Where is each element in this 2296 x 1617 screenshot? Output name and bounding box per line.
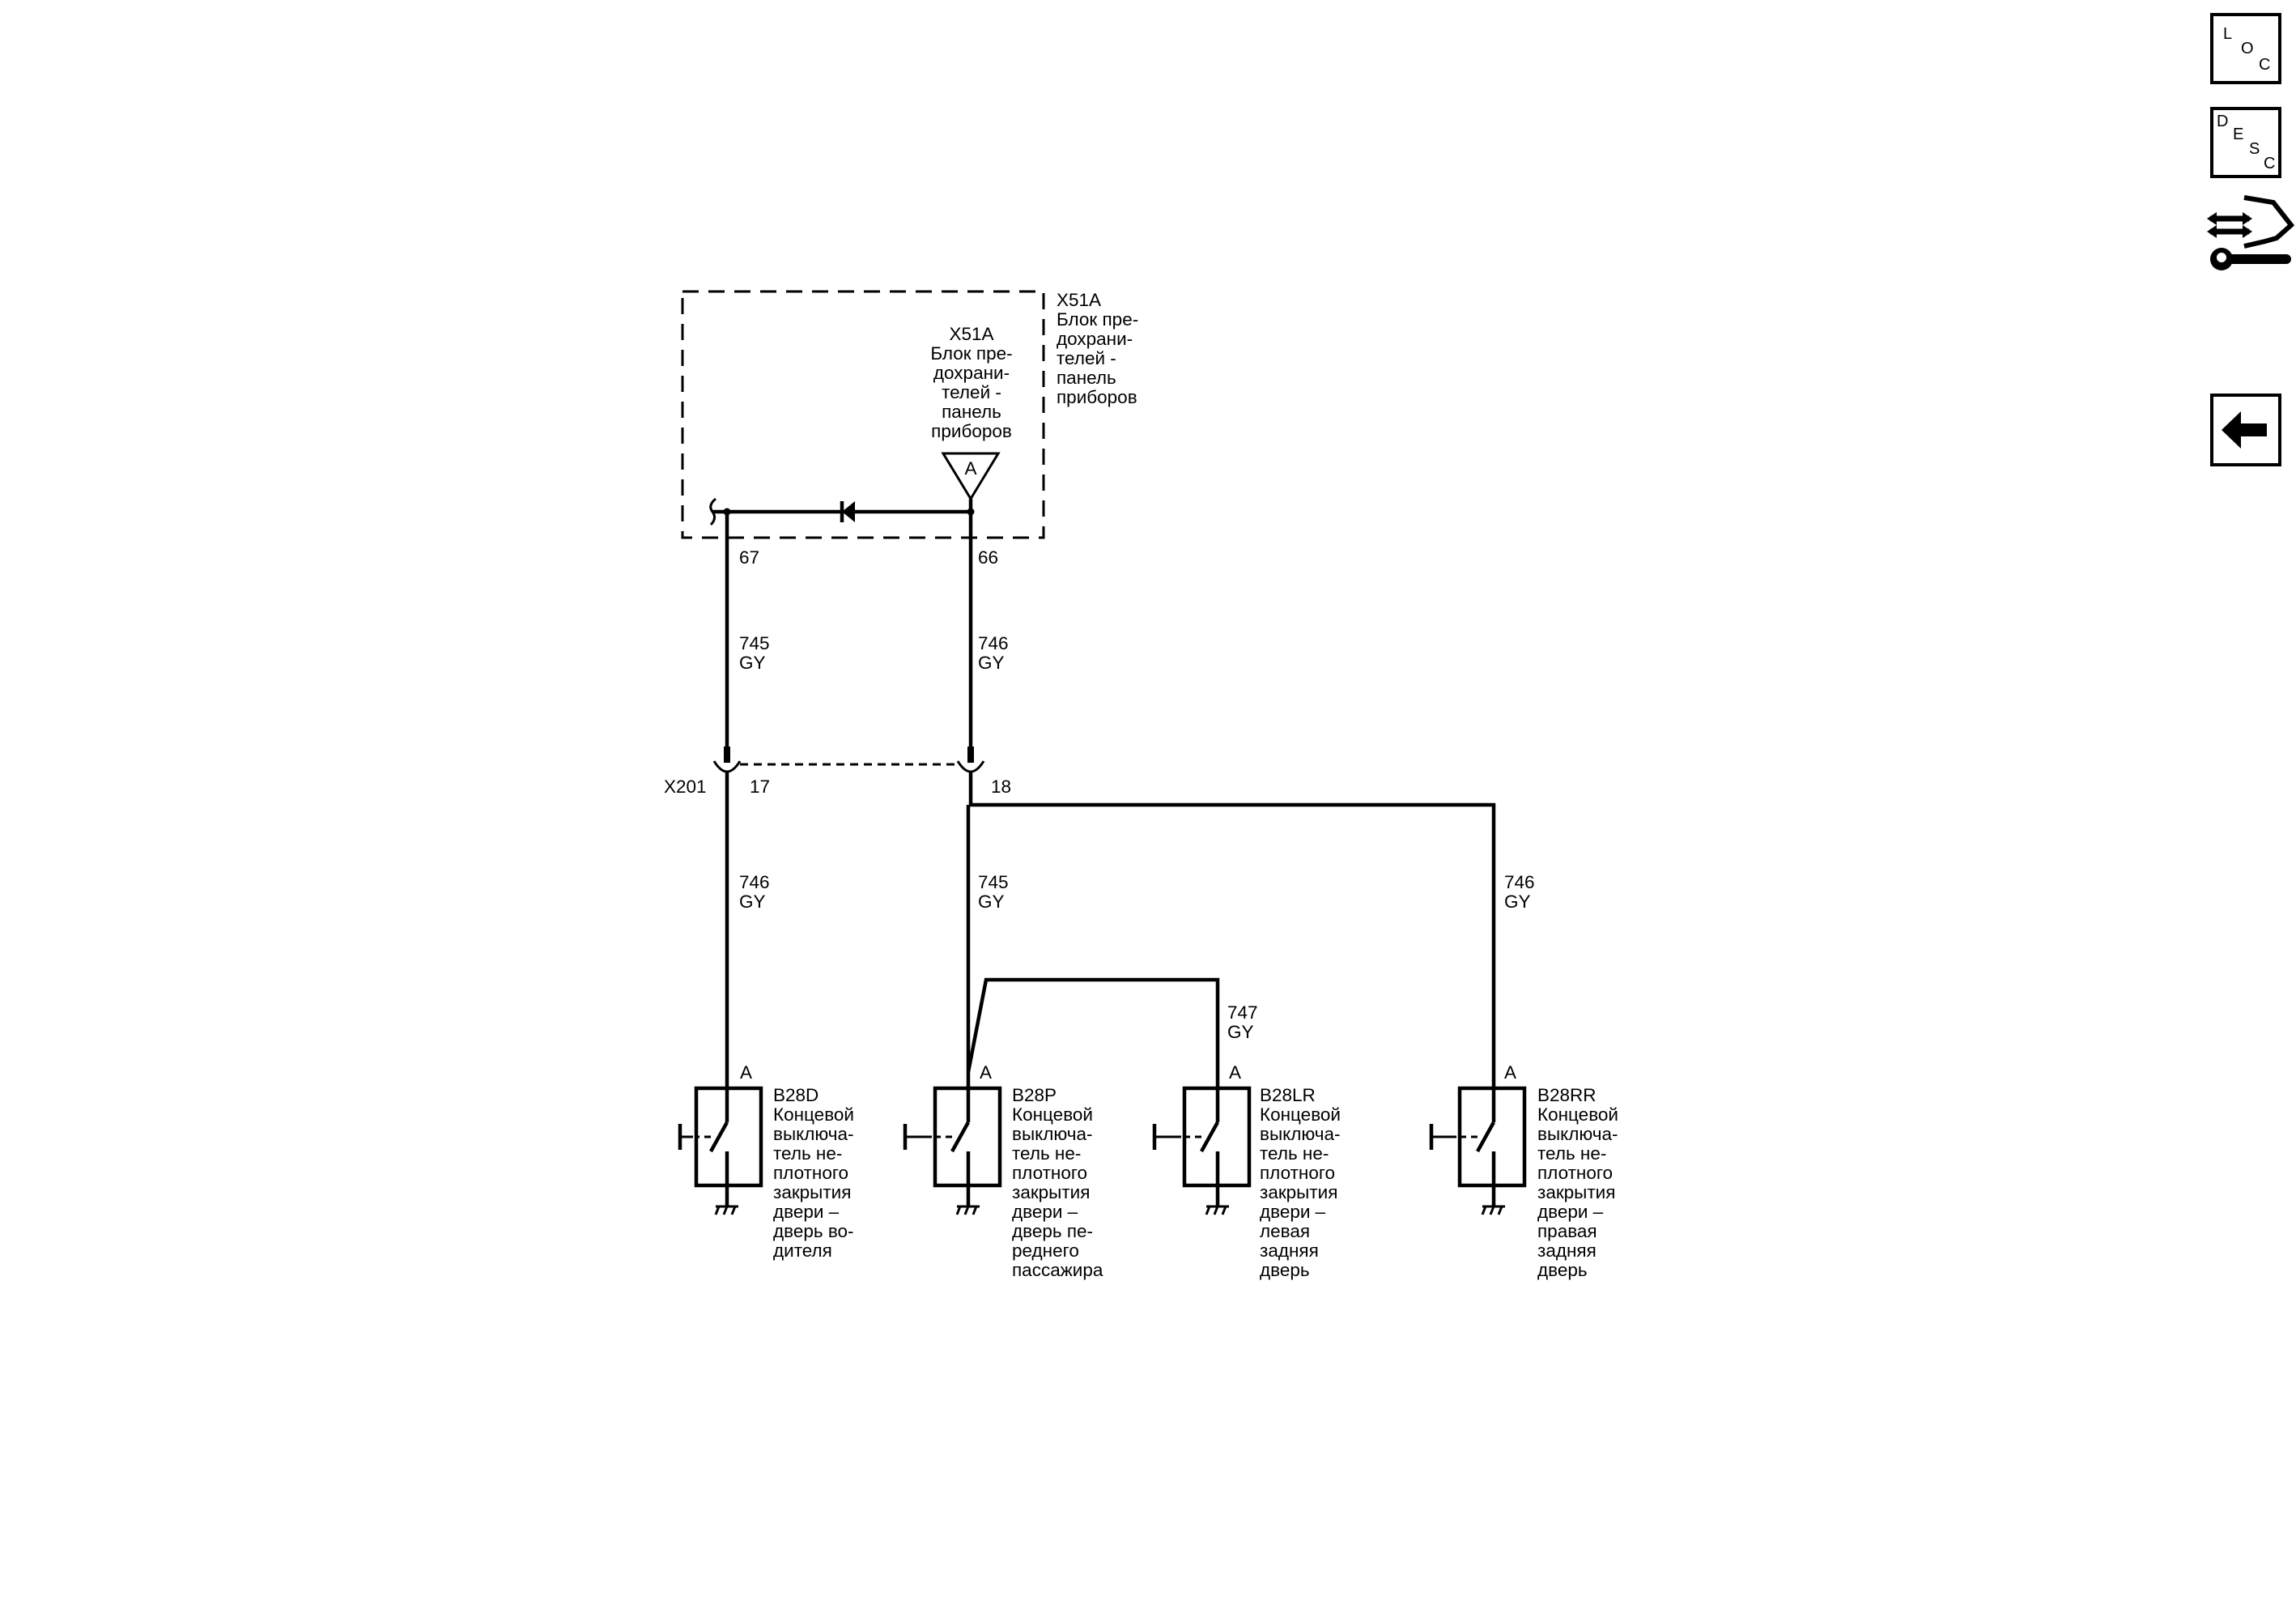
switch-b28d-line-1: B28D	[773, 1085, 818, 1105]
switch-b28lr-line-9: задняя	[1260, 1240, 1319, 1261]
switch-b28p: A B28P Концевой выключа- тель не- плотно…	[903, 1062, 1103, 1280]
switch-b28lr-line-10: дверь	[1260, 1260, 1310, 1280]
switch-b28p-line-1: B28P	[1012, 1085, 1057, 1105]
desc-button[interactable]: D E S C	[2210, 107, 2281, 178]
diode-symbol	[842, 501, 855, 522]
connector-x201-pin-17: 17	[750, 777, 770, 797]
switch-b28rr-line-9: задняя	[1537, 1240, 1597, 1261]
fuse-block-outer-line-3: дохрани-	[1057, 329, 1133, 349]
switch-b28p-line-2: Концевой	[1012, 1104, 1093, 1125]
connector-x201-name: X201	[664, 777, 707, 797]
switch-b28rr-line-2: Концевой	[1537, 1104, 1618, 1125]
connector-a-letter: A	[964, 458, 976, 479]
fuse-block-inner-line-2: Блок пре-	[930, 343, 1012, 364]
switch-b28p-line-5: плотного	[1012, 1163, 1087, 1183]
switch-b28lr-line-3: выключа-	[1260, 1124, 1340, 1144]
wire-746-rear-right-color: GY	[1504, 891, 1531, 912]
switch-b28p-line-8: дверь пе-	[1012, 1221, 1093, 1241]
switch-b28lr-pin: A	[1229, 1062, 1241, 1083]
wire-746-rear-right	[968, 772, 1496, 1088]
wire-745-upper-number: 745	[739, 633, 770, 653]
switch-b28p-line-6: закрытия	[1012, 1182, 1090, 1202]
loc-letter-o: O	[2241, 40, 2254, 57]
switch-b28d-line-6: закрытия	[773, 1182, 851, 1202]
fuse-pin-67: 67	[739, 547, 759, 568]
wire-746-upper-color: GY	[978, 653, 1005, 673]
switch-b28d-line-9: дителя	[773, 1240, 832, 1261]
fuse-block-inner-line-5: панель	[942, 402, 1001, 422]
switch-b28lr-line-4: тель не-	[1260, 1143, 1329, 1164]
switch-b28rr-line-1: B28RR	[1537, 1085, 1597, 1105]
diagnostic-connector-icon	[2207, 195, 2295, 270]
desc-letter-s: S	[2249, 140, 2260, 158]
wire-747-rear-left	[966, 977, 1220, 1088]
switch-b28lr-line-6: закрытия	[1260, 1182, 1337, 1202]
wire-745-passenger-number: 745	[978, 872, 1009, 892]
fuse-pin-66: 66	[978, 547, 998, 568]
connector-a-triangle	[941, 452, 1001, 501]
back-button[interactable]	[2210, 394, 2281, 466]
switch-b28p-line-9: реднего	[1012, 1240, 1079, 1261]
switch-b28d-line-8: дверь во-	[773, 1221, 854, 1241]
switch-b28rr: A B28RR Концевой выключа- тель не- плотн…	[1429, 1062, 1618, 1280]
fuse-block-outer-line-2: Блок пре-	[1057, 309, 1138, 330]
switch-b28d-line-5: плотного	[773, 1163, 848, 1183]
switch-b28d-pin: A	[740, 1062, 752, 1083]
switch-b28rr-line-5: плотного	[1537, 1163, 1613, 1183]
fuse-block-inner-line-4: телей -	[942, 382, 1001, 402]
connector-x201: X201 17 18	[664, 747, 1011, 797]
fuse-block-inner-line-3: дохрани-	[933, 363, 1010, 383]
switch-b28rr-line-3: выключа-	[1537, 1124, 1618, 1144]
wire-746-rear-right-number: 746	[1504, 872, 1535, 892]
fuse-block-outer-line-4: телей -	[1057, 348, 1116, 368]
switch-b28d-line-4: тель не-	[773, 1143, 842, 1164]
switch-b28rr-line-10: дверь	[1537, 1260, 1588, 1280]
switch-b28d-line-3: выключа-	[773, 1124, 853, 1144]
switch-b28lr: A B28LR Концевой выключа- тель не- плотн…	[1152, 1062, 1341, 1280]
desc-letter-e: E	[2233, 126, 2244, 143]
fuse-block-boundary	[681, 290, 1045, 539]
fuse-block-outer-line-5: панель	[1057, 368, 1116, 388]
switch-b28rr-line-7: двери –	[1537, 1202, 1604, 1222]
wire-747-rear-left-color: GY	[1227, 1022, 1254, 1042]
loc-button[interactable]: L O C	[2210, 13, 2281, 84]
switch-b28d-line-7: двери –	[773, 1202, 840, 1222]
switch-b28p-line-10: пассажира	[1012, 1260, 1103, 1280]
switch-b28lr-line-1: B28LR	[1260, 1085, 1316, 1105]
loc-letter-l: L	[2223, 25, 2233, 43]
fuse-block-inner-line-1: X51A	[949, 324, 993, 344]
wire-745-passenger-color: GY	[978, 891, 1005, 912]
wire-746-driver-number: 746	[739, 872, 770, 892]
desc-letter-d: D	[2217, 113, 2229, 130]
loc-letter-c: C	[2259, 56, 2271, 74]
fuse-block-inner-line-6: приборов	[931, 421, 1012, 441]
switch-b28p-line-7: двери –	[1012, 1202, 1078, 1222]
diagnostic-connector-button[interactable]	[2205, 193, 2296, 282]
fuse-block-outer-line-1: X51A	[1057, 290, 1101, 310]
switch-b28lr-line-7: двери –	[1260, 1202, 1326, 1222]
switch-b28p-line-3: выключа-	[1012, 1124, 1092, 1144]
switch-b28p-pin: A	[980, 1062, 992, 1083]
connector-x201-pin-18: 18	[991, 777, 1011, 797]
switch-b28rr-pin: A	[1504, 1062, 1516, 1083]
wire-746-driver-color: GY	[739, 891, 766, 912]
switch-b28d-line-2: Концевой	[773, 1104, 854, 1125]
switch-b28rr-line-8: правая	[1537, 1221, 1597, 1241]
switch-b28lr-line-2: Концевой	[1260, 1104, 1341, 1125]
wire-746-upper-number: 746	[978, 633, 1009, 653]
back-arrow-icon	[2222, 411, 2267, 449]
switch-b28rr-line-4: тель не-	[1537, 1143, 1606, 1164]
switch-b28d: A B28D Концевой выключа- тель не- плотно…	[678, 1062, 854, 1261]
fuse-block-x51a: X51A Блок пре- дохрани- телей - панель п…	[681, 290, 1138, 568]
switch-b28lr-line-8: левая	[1260, 1221, 1310, 1241]
switch-b28p-line-4: тель не-	[1012, 1143, 1081, 1164]
wire-745-upper-color: GY	[739, 653, 766, 673]
switch-b28rr-line-6: закрытия	[1537, 1182, 1615, 1202]
wire-747-rear-left-number: 747	[1227, 1002, 1258, 1023]
fuse-block-outer-line-6: приборов	[1057, 387, 1137, 407]
desc-letter-c: C	[2264, 155, 2276, 172]
switch-b28lr-line-5: плотного	[1260, 1163, 1335, 1183]
